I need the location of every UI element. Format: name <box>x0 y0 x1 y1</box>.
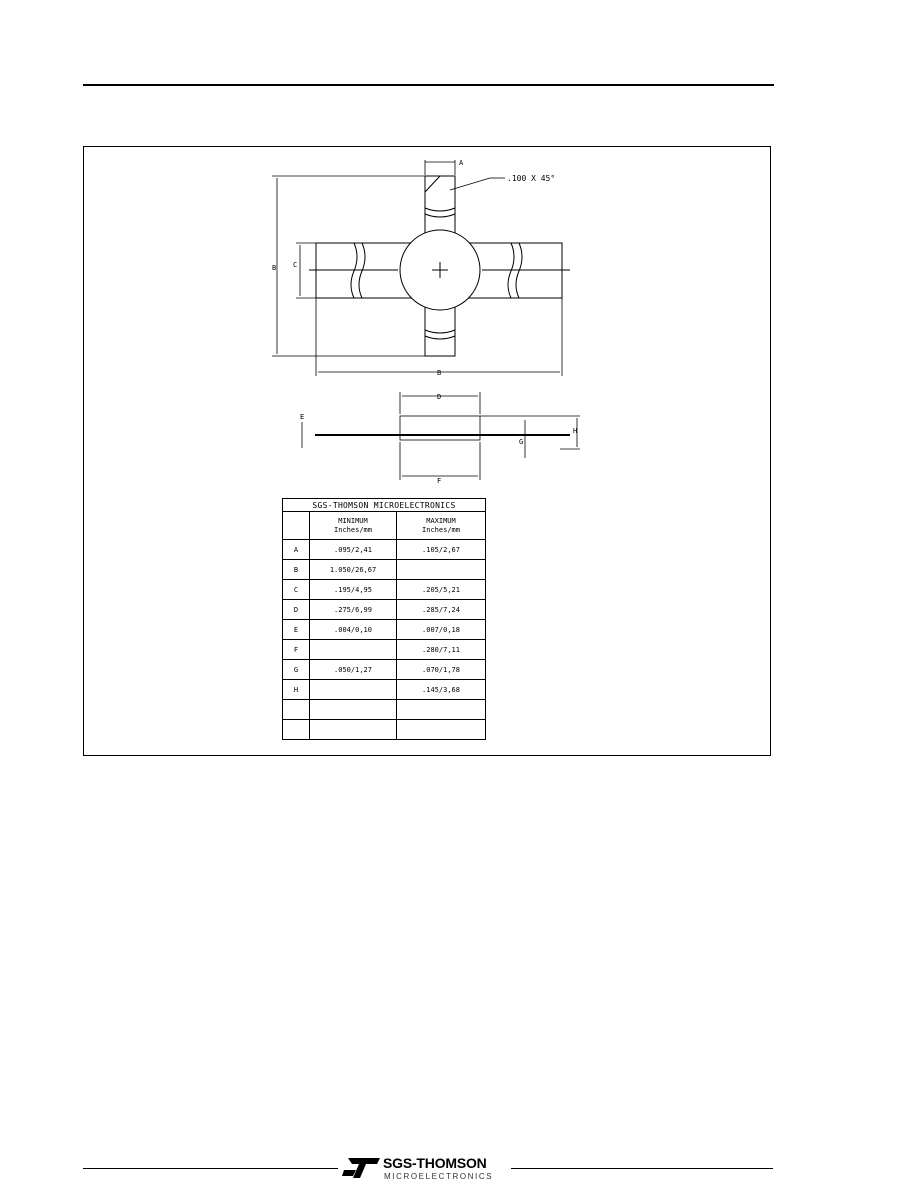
footer-rule-right <box>511 1168 773 1169</box>
table-row: G.050/1,27.070/1,78 <box>282 659 486 680</box>
table-row: H.145/3,68 <box>282 679 486 700</box>
table-row: F.280/7,11 <box>282 639 486 660</box>
footer-logo: SGS-THOMSON MICROELECTRONICS <box>340 1155 510 1183</box>
dim-label-e: E <box>300 413 304 421</box>
footer-rule-left <box>83 1168 338 1169</box>
table-row: C.195/4,95.205/5,21 <box>282 579 486 600</box>
header-letter-cell <box>282 511 310 540</box>
st-logo-icon <box>342 1158 380 1178</box>
table-title: SGS-THOMSON MICROELECTRONICS <box>282 498 486 512</box>
package-outline-frame <box>83 146 771 756</box>
table-row: D.275/6,99.285/7,24 <box>282 599 486 620</box>
dim-label-b-vertical: B <box>272 264 276 272</box>
dim-label-f: F <box>437 477 441 485</box>
dim-label-g: G <box>519 438 523 446</box>
table-row <box>282 719 486 740</box>
dim-label-c: C <box>293 261 297 269</box>
header-rule <box>83 84 774 86</box>
chamfer-note: .100 X 45° <box>507 174 555 183</box>
brand-subtitle: MICROELECTRONICS <box>384 1172 494 1181</box>
table-row: A.095/2,41.105/2,67 <box>282 539 486 560</box>
dim-label-d: D <box>437 393 441 401</box>
table-row: E.004/0,10.007/0,18 <box>282 619 486 640</box>
brand-name: SGS-THOMSON <box>383 1155 487 1171</box>
dim-label-b-horizontal: B <box>437 369 441 377</box>
table-row <box>282 699 486 720</box>
dim-label-h: H <box>573 427 577 435</box>
dim-label-a: A <box>459 159 464 167</box>
